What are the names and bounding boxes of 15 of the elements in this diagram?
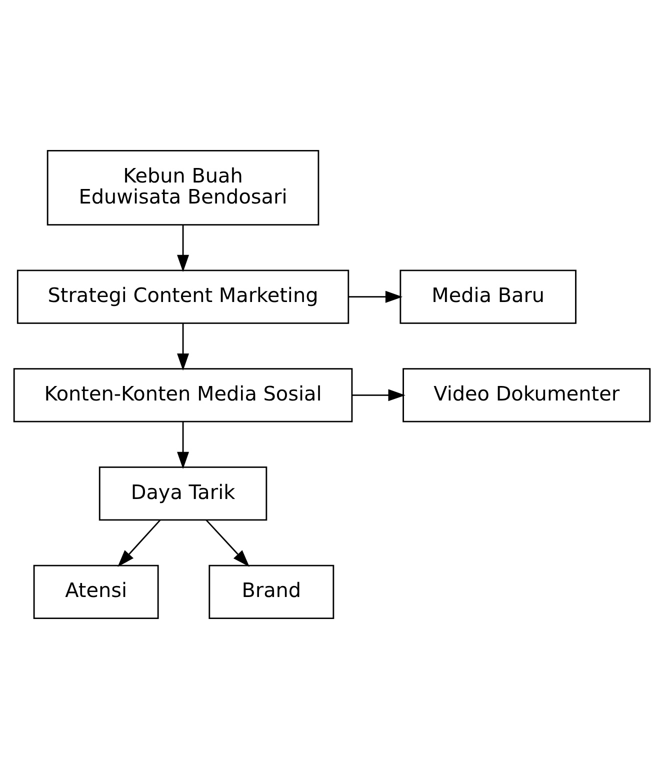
- node-box: Brand: [208, 564, 334, 620]
- node-box: Strategi Content Marketing: [16, 270, 350, 324]
- arrow: [348, 290, 403, 303]
- node-box: Media Baru: [400, 270, 576, 324]
- node-box: Kebun Buah Eduwisata Bendosari: [46, 150, 320, 226]
- node-box: Daya Tarik: [98, 466, 268, 521]
- arrow: [352, 389, 406, 402]
- arrow: [177, 323, 190, 371]
- arrow: [206, 520, 250, 567]
- arrow: [118, 520, 161, 567]
- node-box: Video Dokumenter: [402, 368, 651, 422]
- node-box: Atensi: [33, 564, 159, 620]
- arrow: [177, 225, 190, 272]
- arrow: [177, 422, 190, 470]
- node-box: Konten-Konten Media Sosial: [13, 368, 353, 422]
